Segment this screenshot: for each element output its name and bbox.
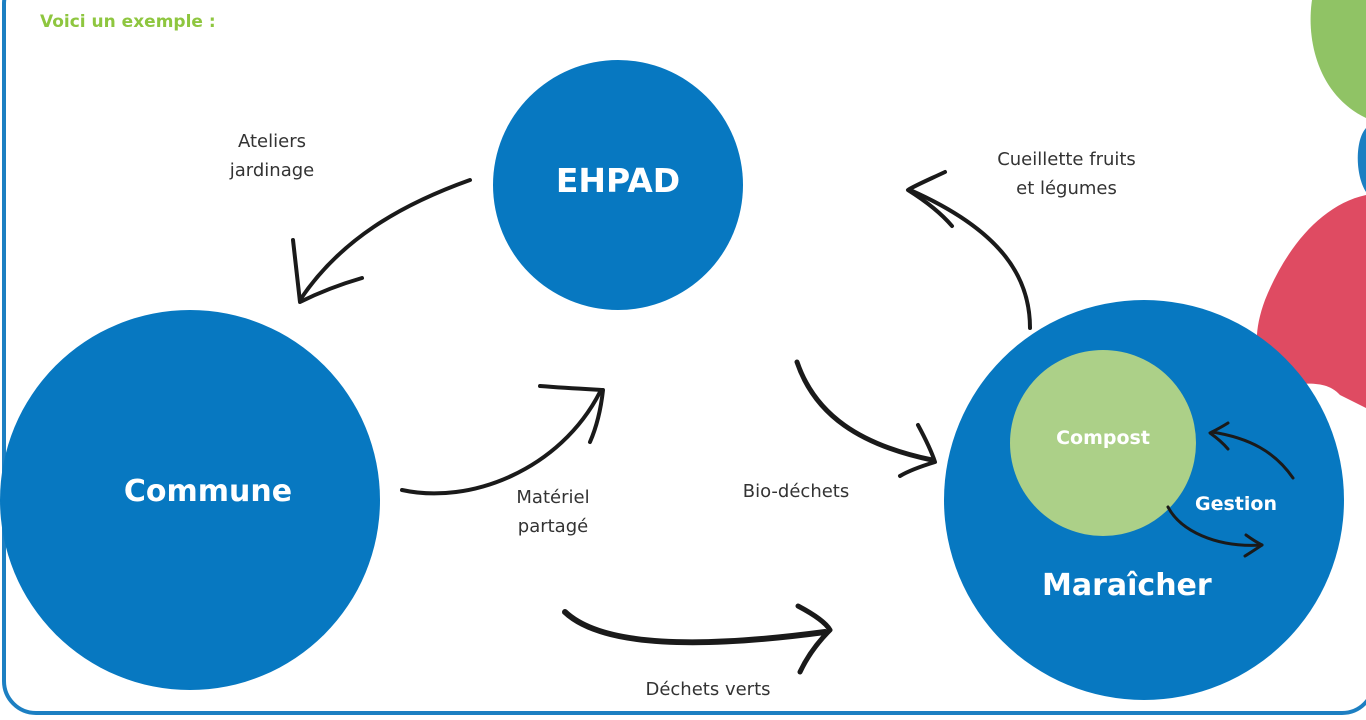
red-blob-decoration [1256, 195, 1366, 408]
compost-node: Compost [1010, 350, 1196, 536]
diagram-heading: Voici un exemple : [40, 12, 216, 32]
arrow-gestion-lower [1166, 505, 1264, 558]
label-ateliers-line2: jardinage [229, 160, 315, 181]
ehpad-label: EHPAD [555, 160, 681, 200]
label-materiel-line2: partagé [517, 516, 589, 537]
commune-node: Commune [0, 310, 380, 690]
label-cueillette-line1: Cueillette fruits [997, 149, 1136, 170]
label-cueillette: Cueillette fruits et légumes [965, 145, 1168, 203]
arrow-dechets-verts [562, 603, 833, 675]
label-materiel-line1: Matériel [516, 487, 590, 508]
ehpad-node: EHPAD [493, 60, 743, 310]
blue-blob-decoration [1357, 128, 1366, 192]
arrow-gestion-upper [1208, 421, 1295, 480]
commune-label: Commune [123, 474, 293, 509]
label-bio-dechets: Bio-déchets [742, 481, 850, 502]
arrow-ateliers [291, 178, 472, 304]
green-blob-decoration [1310, 0, 1366, 118]
arrow-cueillette [906, 170, 1032, 330]
label-cueillette-line2: et légumes [1016, 178, 1117, 199]
label-ateliers-line1: Ateliers [238, 131, 306, 152]
label-dechets-verts: Déchets verts [645, 679, 771, 700]
arrow-bio-dechets [794, 359, 937, 478]
label-ateliers-jardinage: Ateliers jardinage [210, 127, 334, 185]
compost-label: Compost [1056, 427, 1150, 449]
label-materiel-partage: Matériel partagé [498, 483, 608, 541]
gestion-label: Gestion [1195, 493, 1277, 515]
maraicher-label: Maraîcher [1042, 568, 1212, 603]
arrow-materiel [400, 384, 605, 496]
